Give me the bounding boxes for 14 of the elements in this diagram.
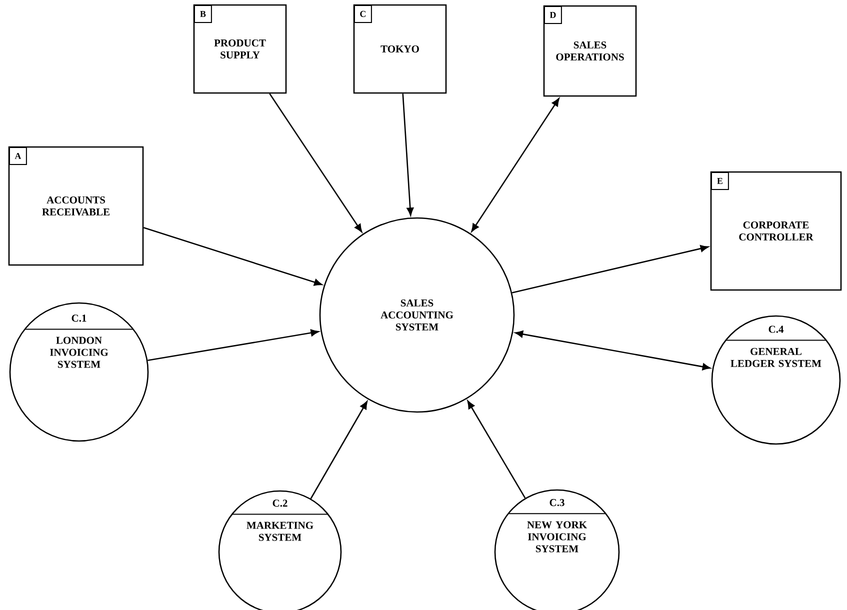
entity-box: TOKYO C xyxy=(353,4,447,94)
arrow xyxy=(310,401,368,499)
arrow xyxy=(512,245,709,294)
entity-box: ACCOUNTS RECEIVABLE A xyxy=(8,146,144,266)
arrow xyxy=(148,329,319,362)
entity-box: CORPORATE CONTROLLER E xyxy=(710,171,842,291)
entity-box: PRODUCT SUPPLY B xyxy=(193,4,287,94)
arrow xyxy=(402,94,414,216)
arrow xyxy=(143,226,322,286)
entity-box: SALES OPERATIONS D xyxy=(543,5,637,97)
arrow xyxy=(467,400,526,498)
arrow xyxy=(471,98,560,232)
arrow xyxy=(269,93,362,232)
arrow xyxy=(514,330,711,370)
